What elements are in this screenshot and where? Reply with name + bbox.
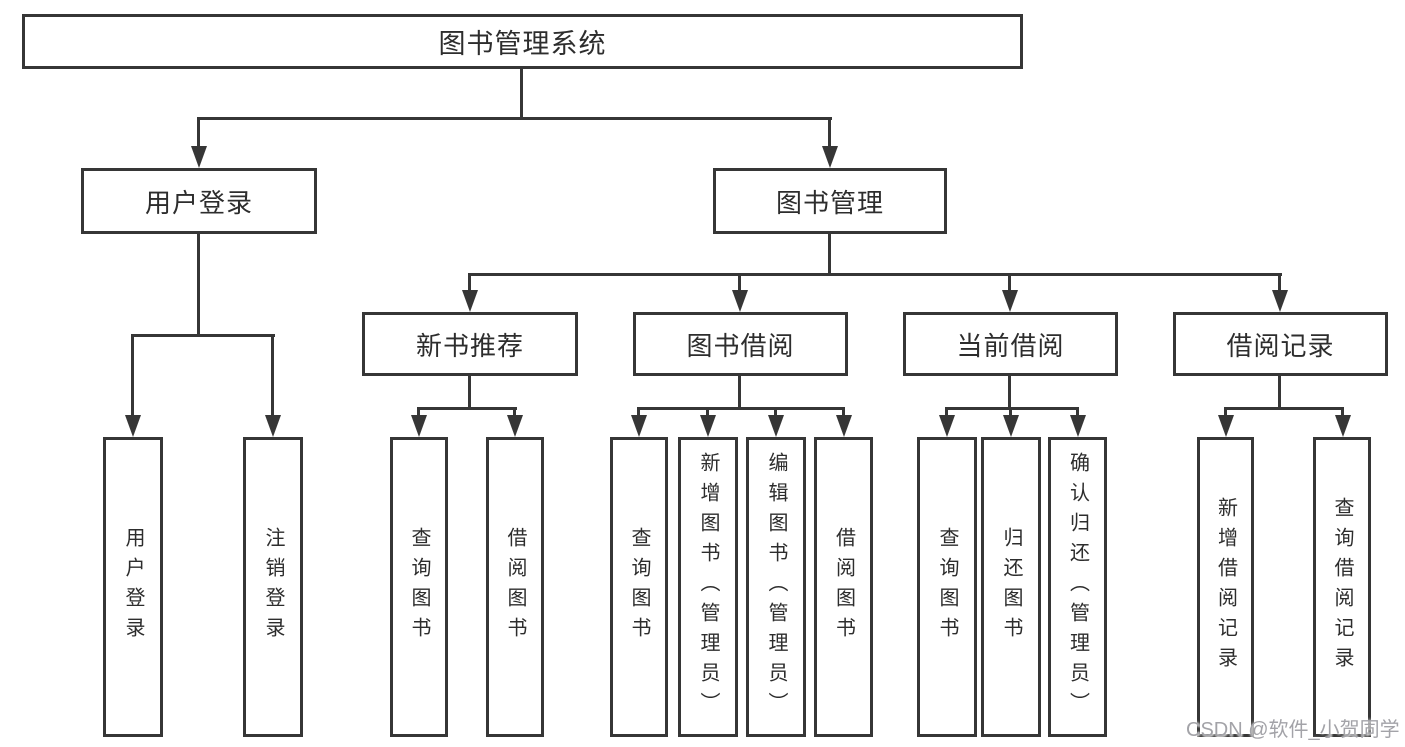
node-add-books-admin: 新增图书（管理员） xyxy=(678,437,738,737)
node-label: 注销登录 xyxy=(262,527,284,647)
connector-root-drop xyxy=(520,68,523,120)
node-borrow-books-recommend: 借阅图书 xyxy=(486,437,544,737)
arrowhead-icon xyxy=(836,415,852,437)
connector-branch xyxy=(637,407,845,410)
node-label: 新书推荐 xyxy=(415,330,524,361)
arrowhead-icon xyxy=(1218,415,1234,437)
connector-shaft xyxy=(1076,407,1079,417)
connector-branch xyxy=(417,407,517,410)
node-library-management-system: 图书管理系统 xyxy=(22,14,1023,69)
node-query-books-recommend: 查询图书 xyxy=(390,437,448,737)
node-query-borrow-record: 查询借阅记录 xyxy=(1313,437,1371,737)
node-label: 归还图书 xyxy=(1000,527,1022,647)
connector-shaft xyxy=(197,117,200,150)
arrowhead-icon xyxy=(939,415,955,437)
node-confirm-return-admin: 确认归还（管理员） xyxy=(1048,437,1107,737)
connector-shaft xyxy=(513,407,516,417)
connector-root-branch xyxy=(197,117,832,120)
node-label: 查询图书 xyxy=(936,527,958,647)
node-new-book-recommend: 新书推荐 xyxy=(362,312,578,376)
arrowhead-icon xyxy=(822,146,838,168)
arrowhead-icon xyxy=(507,415,523,437)
node-book-borrowing: 图书借阅 xyxy=(633,312,848,376)
node-borrow-books: 借阅图书 xyxy=(814,437,873,737)
connector-drop xyxy=(738,376,741,409)
connector-shaft xyxy=(842,407,845,417)
node-label: 当前借阅 xyxy=(956,330,1065,361)
connector-drop xyxy=(828,233,831,275)
arrowhead-icon xyxy=(411,415,427,437)
node-label: 确认归还（管理员） xyxy=(1066,452,1089,722)
connector-shaft xyxy=(1008,273,1011,293)
connector-shaft xyxy=(828,117,831,150)
connector-branch xyxy=(131,334,275,337)
node-label: 编辑图书（管理员） xyxy=(765,452,787,722)
connector-shaft xyxy=(468,273,471,293)
node-label: 用户登录 xyxy=(122,527,144,647)
connector-shaft xyxy=(1341,407,1344,417)
node-borrowing-records: 借阅记录 xyxy=(1173,312,1388,376)
node-add-borrow-record: 新增借阅记录 xyxy=(1197,437,1254,737)
node-user-login: 用户登录 xyxy=(81,168,317,234)
connector-shaft xyxy=(1278,273,1281,293)
node-label: 查询图书 xyxy=(628,527,650,647)
node-edit-books-admin: 编辑图书（管理员） xyxy=(746,437,806,737)
arrowhead-icon xyxy=(191,146,207,168)
node-label: 借阅图书 xyxy=(504,527,526,647)
node-label: 新增借阅记录 xyxy=(1214,497,1237,677)
arrowhead-icon xyxy=(125,415,141,437)
arrowhead-icon xyxy=(1003,415,1019,437)
connector-shaft xyxy=(945,407,948,417)
node-user-login-action: 用户登录 xyxy=(103,437,163,737)
arrowhead-icon xyxy=(768,415,784,437)
arrowhead-icon xyxy=(631,415,647,437)
connector-branch xyxy=(945,407,1079,410)
connector-drop xyxy=(1008,376,1011,409)
arrowhead-icon xyxy=(1070,415,1086,437)
arrowhead-icon xyxy=(732,290,748,312)
arrowhead-icon xyxy=(700,415,716,437)
connector-shaft xyxy=(1224,407,1227,417)
node-label: 图书管理 xyxy=(775,187,884,218)
node-label: 新增图书（管理员） xyxy=(697,452,719,722)
connector-shaft xyxy=(706,407,709,417)
node-logout-action: 注销登录 xyxy=(243,437,303,737)
connector-branch xyxy=(1224,407,1344,410)
connector-drop xyxy=(197,233,200,336)
watermark: CSDN @软件_小贺同学 xyxy=(1186,719,1400,741)
connector-drop xyxy=(468,376,471,409)
connector-shaft xyxy=(417,407,420,417)
arrowhead-icon xyxy=(1335,415,1351,437)
connector-shaft xyxy=(271,334,274,416)
arrowhead-icon xyxy=(1272,290,1288,312)
node-query-books-borrowing: 查询图书 xyxy=(610,437,668,737)
connector-shaft xyxy=(774,407,777,417)
connector-drop xyxy=(1278,376,1281,409)
node-query-books-current: 查询图书 xyxy=(917,437,977,737)
node-label: 借阅记录 xyxy=(1226,330,1335,361)
node-return-books: 归还图书 xyxy=(981,437,1041,737)
connector-branch xyxy=(468,273,1282,276)
node-label: 图书管理系统 xyxy=(438,29,607,59)
arrowhead-icon xyxy=(265,415,281,437)
node-current-borrowing: 当前借阅 xyxy=(903,312,1118,376)
connector-shaft xyxy=(131,334,134,416)
connector-shaft xyxy=(738,273,741,293)
node-book-management: 图书管理 xyxy=(713,168,947,234)
node-label: 借阅图书 xyxy=(832,527,855,647)
node-label: 用户登录 xyxy=(144,187,253,218)
arrowhead-icon xyxy=(462,290,478,312)
node-label: 查询图书 xyxy=(408,527,430,647)
connector-shaft xyxy=(637,407,640,417)
connector-shaft xyxy=(1009,407,1012,417)
node-label: 查询借阅记录 xyxy=(1331,497,1353,677)
arrowhead-icon xyxy=(1002,290,1018,312)
node-label: 图书借阅 xyxy=(686,330,795,361)
